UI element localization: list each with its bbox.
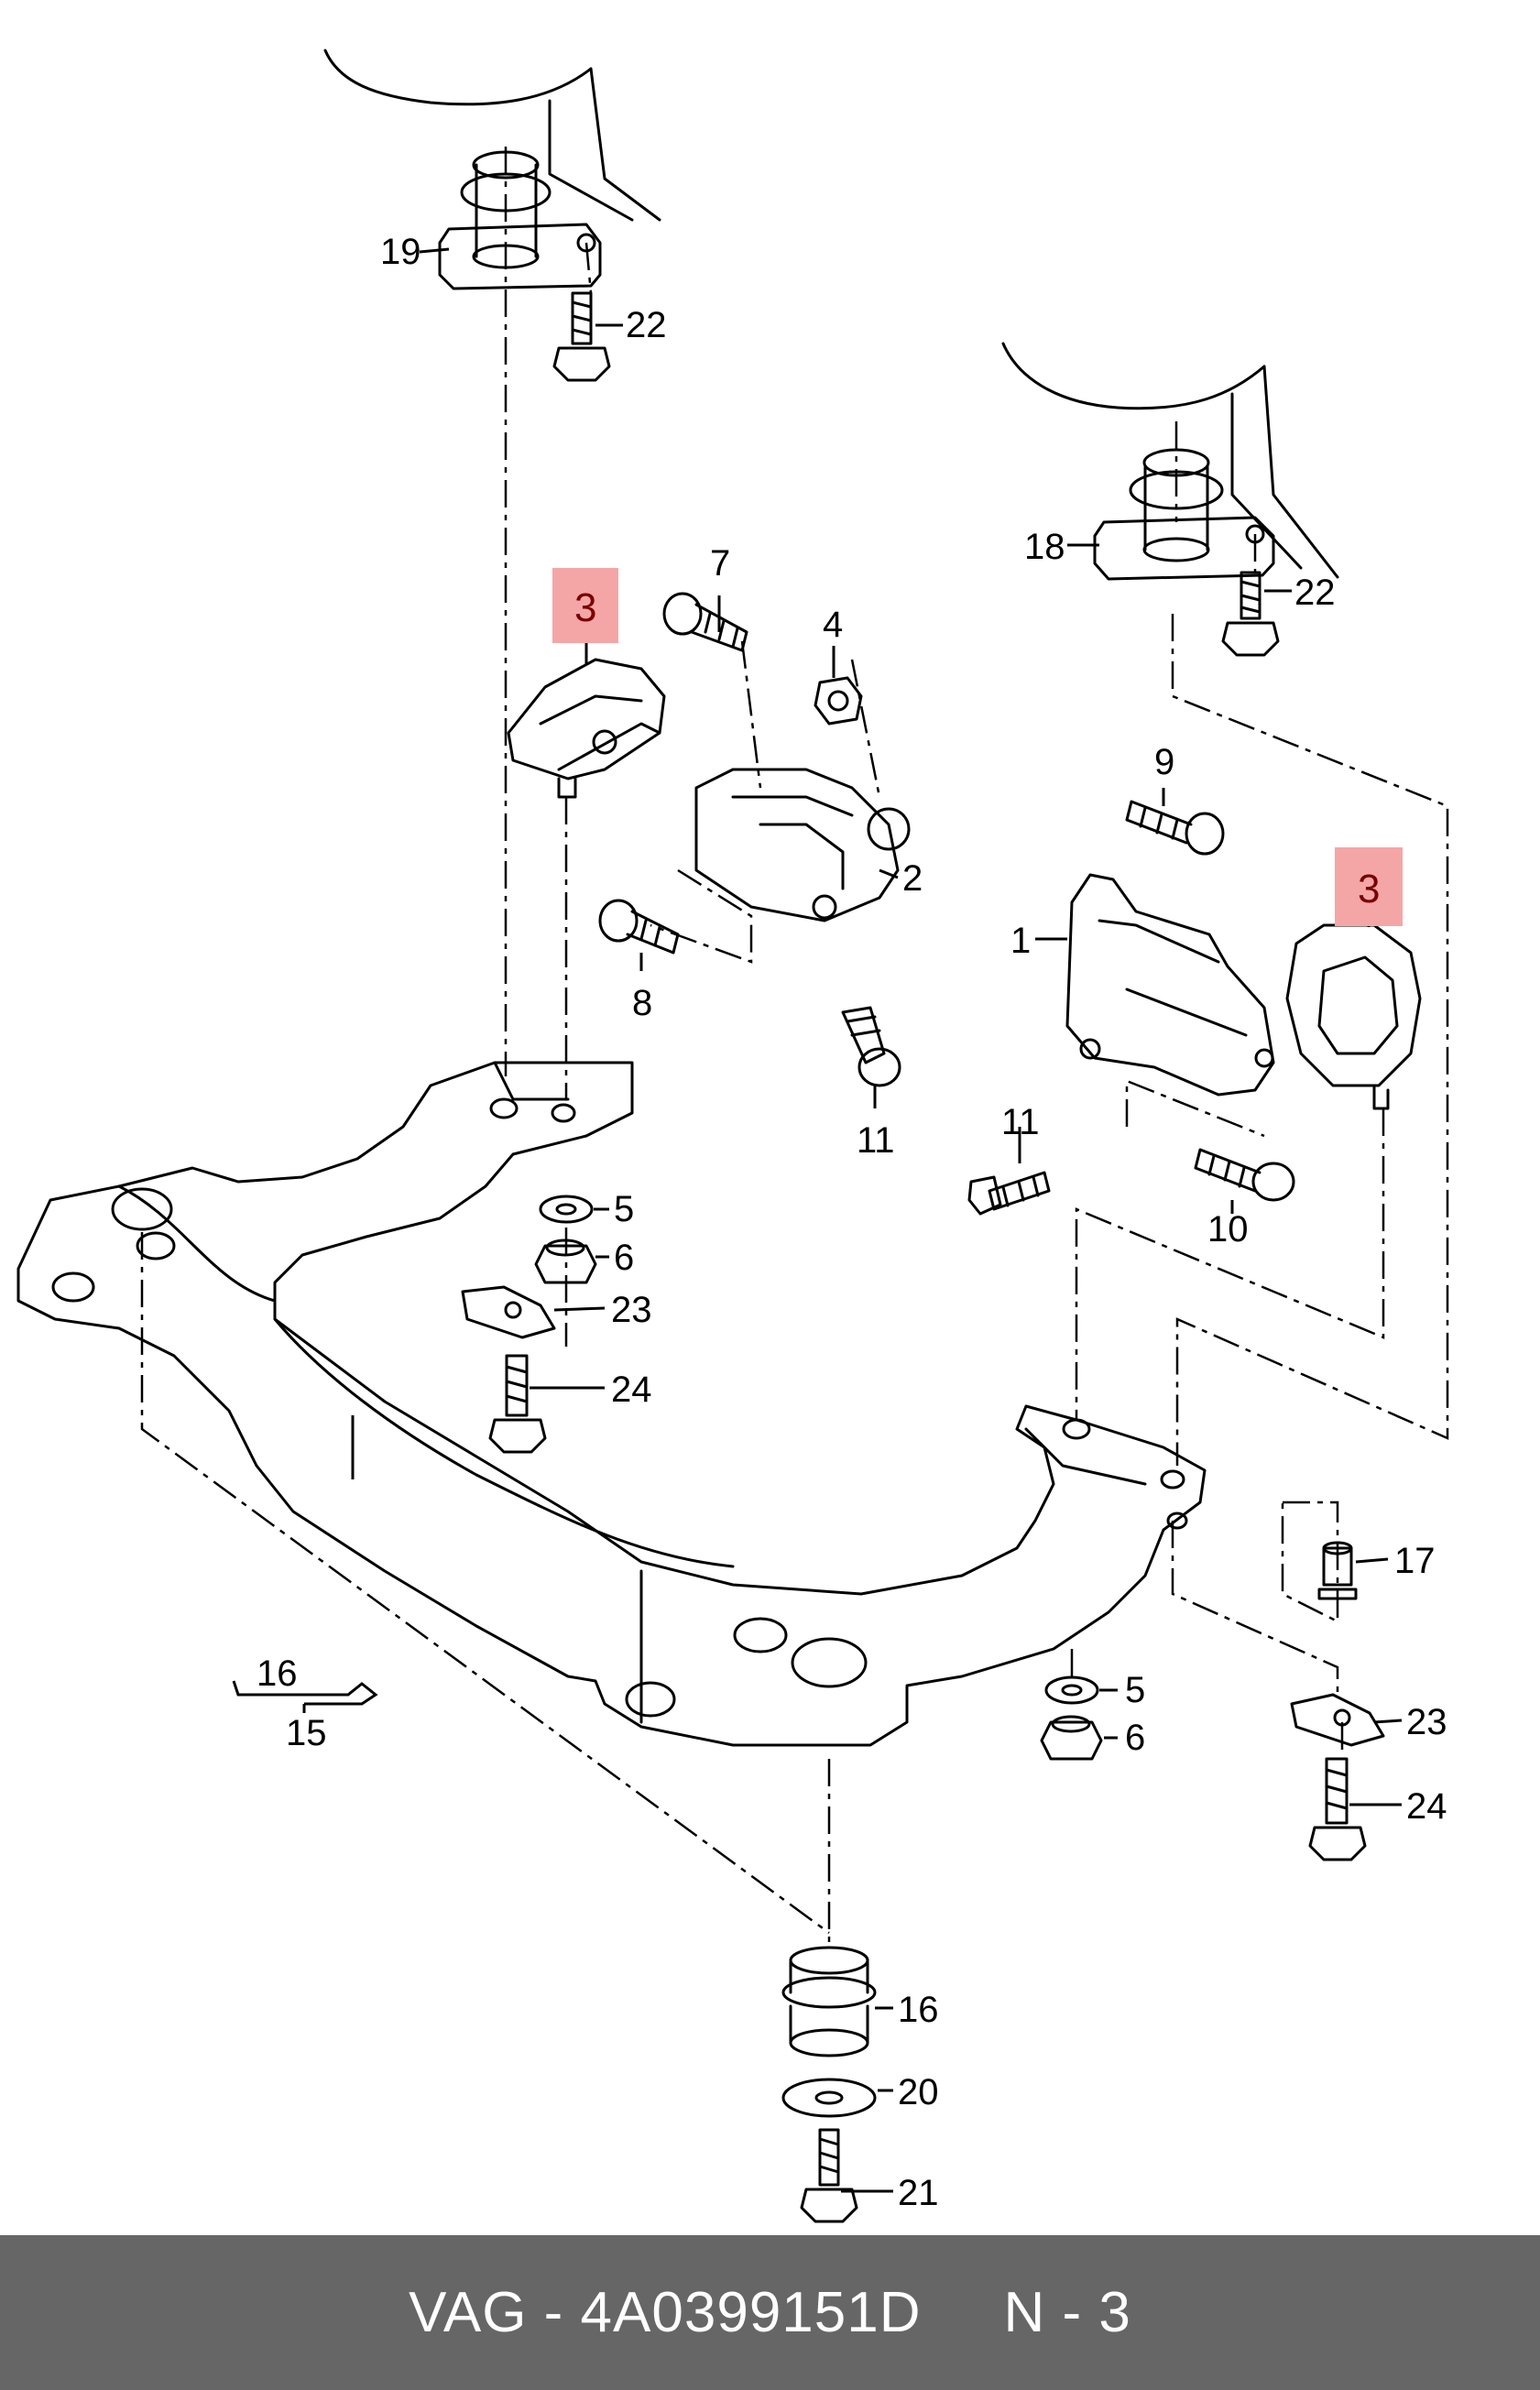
callout-11-right: 11 [1001, 1102, 1040, 1142]
mount-3-right [1285, 923, 1422, 1110]
callout-15: 15 [286, 1713, 327, 1753]
callout-3-left: 3 [574, 585, 596, 630]
bolt-11-right [967, 1171, 1051, 1216]
callout-11-center: 11 [857, 1120, 895, 1161]
bracket-1 [1065, 873, 1275, 1097]
body-outline-right [1001, 342, 1339, 579]
callout-6-left: 6 [614, 1238, 634, 1278]
bolt-21 [800, 2128, 858, 2223]
callout-24-left: 24 [611, 1370, 652, 1410]
callout-9: 9 [1154, 742, 1174, 782]
callout-3-right: 3 [1358, 867, 1380, 911]
callout-5-left: 5 [614, 1189, 634, 1229]
bushing-16 [781, 1946, 877, 2057]
part-footer: VAG - 4A0399151D N - 3 [0, 2235, 1540, 2390]
footer-position: N - 3 [1003, 2281, 1131, 2344]
bolt-7 [662, 592, 748, 652]
callout-7: 7 [710, 543, 730, 584]
callout-18: 18 [1024, 527, 1065, 567]
callout-2: 2 [902, 858, 923, 899]
bolt-10 [1194, 1148, 1295, 1202]
callout-19: 19 [380, 232, 421, 272]
bolt-24-left [488, 1354, 547, 1454]
callout-16-bracket: 16 [257, 1653, 298, 1694]
body-outline-left [323, 49, 661, 222]
mount-18 [1093, 448, 1275, 581]
bolt-22-right [1221, 571, 1280, 657]
nut-6-right [1040, 1715, 1103, 1761]
callout-20: 20 [898, 2072, 939, 2112]
callout-22-left: 22 [626, 305, 667, 345]
bolt-22-left [552, 291, 611, 382]
bolt-24-right [1308, 1757, 1367, 1861]
callout-4: 4 [823, 605, 843, 645]
mount-3-left [507, 658, 666, 799]
footer-brand: VAG [409, 2281, 528, 2344]
bolt-9 [1125, 800, 1225, 856]
callout-1: 1 [1010, 921, 1031, 961]
washer-20 [781, 2078, 877, 2118]
callout-16-bushing: 16 [898, 1990, 939, 2030]
callout-6-right: 6 [1125, 1718, 1145, 1758]
nut-4 [814, 676, 863, 726]
subframe [16, 1061, 1207, 1747]
callout-22-right: 22 [1294, 573, 1336, 613]
washer-5-left [539, 1195, 594, 1224]
callout-23-left: 23 [611, 1290, 652, 1330]
washer-5-right [1044, 1675, 1099, 1705]
plate-23-left [461, 1285, 556, 1339]
callout-21: 21 [898, 2173, 939, 2213]
callout-23-right: 23 [1406, 1702, 1447, 1742]
footer-part-number: 4A0399151D [580, 2281, 922, 2344]
callout-10: 10 [1207, 1209, 1249, 1250]
highlight-box-3-left [552, 568, 618, 643]
callout-8: 8 [632, 983, 652, 1023]
footer-separator: - [527, 2281, 581, 2344]
bolt-8 [598, 899, 680, 955]
bracket-2 [694, 768, 911, 922]
parts-diagram: 19 22 18 22 7 4 3 2 8 11 9 1 3 11 10 5 6… [16, 49, 1449, 2223]
mount-19 [438, 150, 602, 290]
highlight-box-3-right [1335, 847, 1403, 926]
callout-24-right: 24 [1406, 1786, 1447, 1827]
callout-17: 17 [1394, 1541, 1436, 1581]
bolt-11-center [841, 1006, 901, 1087]
plate-23-right [1290, 1693, 1385, 1747]
callout-5-right: 5 [1125, 1670, 1145, 1710]
assembly-lines [140, 147, 1449, 1942]
